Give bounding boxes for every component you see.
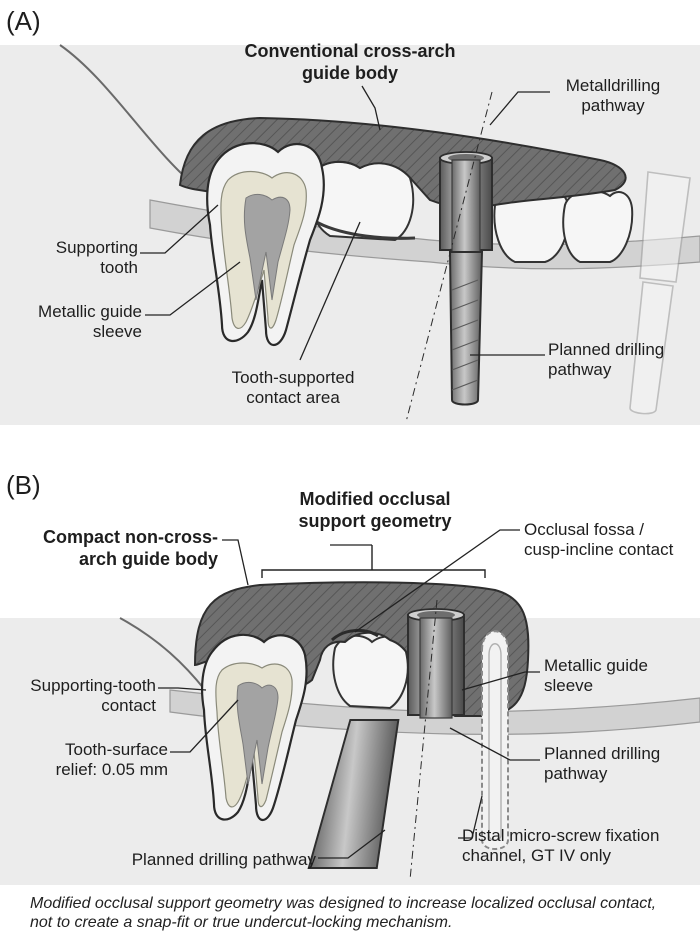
panel-b-occlusal-contact: [330, 629, 379, 642]
panel-a-middle-tooth: [308, 160, 415, 242]
panel-a-sleeve-line2: sleeve: [92, 322, 142, 341]
panel-b-planned-right-label: Planned drilling pathway: [544, 744, 694, 784]
panel-b-modified-label: Modified occlusal support geometry: [270, 488, 480, 532]
panel-b-fossa-line2: cusp-incline contact: [524, 540, 674, 559]
panel-b-sleeve-label: Metallic guide sleeve: [544, 656, 684, 696]
panel-b-support-contact-label: Supporting-tooth contact: [4, 676, 156, 716]
panel-a-planned-line1: Planned drilling: [548, 340, 665, 359]
panel-a-drill-axis: [405, 91, 493, 423]
panel-b-sleeve-line2: sleeve: [544, 676, 594, 695]
panel-a-tag: (A): [6, 6, 41, 36]
panel-a-planned-line2: pathway: [548, 360, 612, 379]
panel-b-relief-line1: Tooth-surface: [65, 740, 168, 759]
panel-b-supporting-tooth: [201, 633, 308, 822]
figure-caption: Modified occlusal support geometry was d…: [30, 895, 657, 931]
panel-a-supporting-tooth: [206, 142, 325, 347]
panel-b-distal-line1: Distal micro-screw fixation: [462, 826, 660, 845]
panel-a-ghost-drill: [629, 171, 691, 415]
panel-b-tag: (B): [6, 470, 41, 500]
panel-b-relief-label: Tooth-surface relief: 0.05 mm: [4, 740, 168, 780]
panel-a-sleeve-label: Metallic guide sleeve: [6, 302, 142, 342]
panel-a-title-line2: guide body: [302, 63, 398, 83]
panel-a-artwork: [0, 44, 700, 425]
panel-b-jaw-contour: [119, 617, 206, 691]
panel-a-planned-label: Planned drilling pathway: [548, 340, 688, 380]
panel-a-title: Conventional cross-arch guide body: [230, 40, 470, 84]
panel-b-brace: [261, 545, 486, 578]
panel-a-sleeve-line1: Metallic guide: [38, 302, 142, 321]
panel-a-metal-pathway-line2: pathway: [581, 96, 645, 115]
panel-b-fossa-label: Occlusal fossa / cusp-incline contact: [524, 520, 700, 560]
panel-b-compact-line1: Compact non-cross-: [42, 527, 218, 547]
panel-a-supporting-tooth-line1: Supporting: [55, 238, 138, 257]
panel-b-middle-tooth: [332, 634, 409, 710]
panel-a-title-line1: Conventional cross-arch: [244, 41, 456, 61]
panel-b-planned-right-line1: Planned drilling: [544, 744, 661, 763]
panel-a-drill: [448, 159, 484, 406]
panel-a-contact-line2: contact area: [246, 388, 340, 407]
panel-a-metal-pathway-label: Metalldrilling pathway: [548, 76, 678, 116]
panel-b-planned-bottom-label: Planned drilling pathway: [131, 850, 316, 869]
panel-b-leader-lines: [158, 529, 540, 859]
panel-b-support-contact-line2: contact: [101, 696, 156, 715]
panel-b-distal-screw-channel: [481, 630, 509, 850]
panel-b-distal-line2: channel, GT IV only: [462, 846, 611, 865]
panel-a-contact-label: Tooth-supported contact area: [218, 368, 368, 408]
panel-a-premolar-2: [562, 189, 634, 263]
panel-b-compact-line2: arch guide body: [78, 549, 218, 569]
panel-b-modified-line2: support geometry: [298, 511, 452, 531]
panel-b-distal-label: Distal micro-screw fixation channel, GT …: [462, 826, 698, 866]
panel-a-metal-pathway-line1: Metalldrilling: [565, 76, 661, 95]
panel-a-leader-lines: [140, 85, 550, 361]
panel-b-screw-channel-inner: [488, 643, 502, 841]
panel-b-planned-right-line2: pathway: [544, 764, 608, 783]
panel-a-contact-line1: Tooth-supported: [231, 368, 355, 387]
panel-b-fossa-line1: Occlusal fossa /: [524, 520, 644, 539]
panel-b-compact-label: Compact non-cross- arch guide body: [6, 526, 218, 570]
panel-a-supporting-tooth-label: Supporting tooth: [10, 238, 138, 278]
panel-b-modified-line1: Modified occlusal: [299, 489, 451, 509]
panel-b-support-contact-line1: Supporting-tooth: [30, 676, 156, 695]
panel-b-drill: [307, 617, 453, 869]
panel-b-relief-line2: relief: 0.05 mm: [55, 760, 168, 779]
panel-b-sleeve-line1: Metallic guide: [544, 656, 648, 675]
panel-a-supporting-tooth-line2: tooth: [100, 258, 138, 277]
panel-b-drill-axis: [409, 599, 438, 881]
panel-b-artwork: [0, 529, 700, 885]
